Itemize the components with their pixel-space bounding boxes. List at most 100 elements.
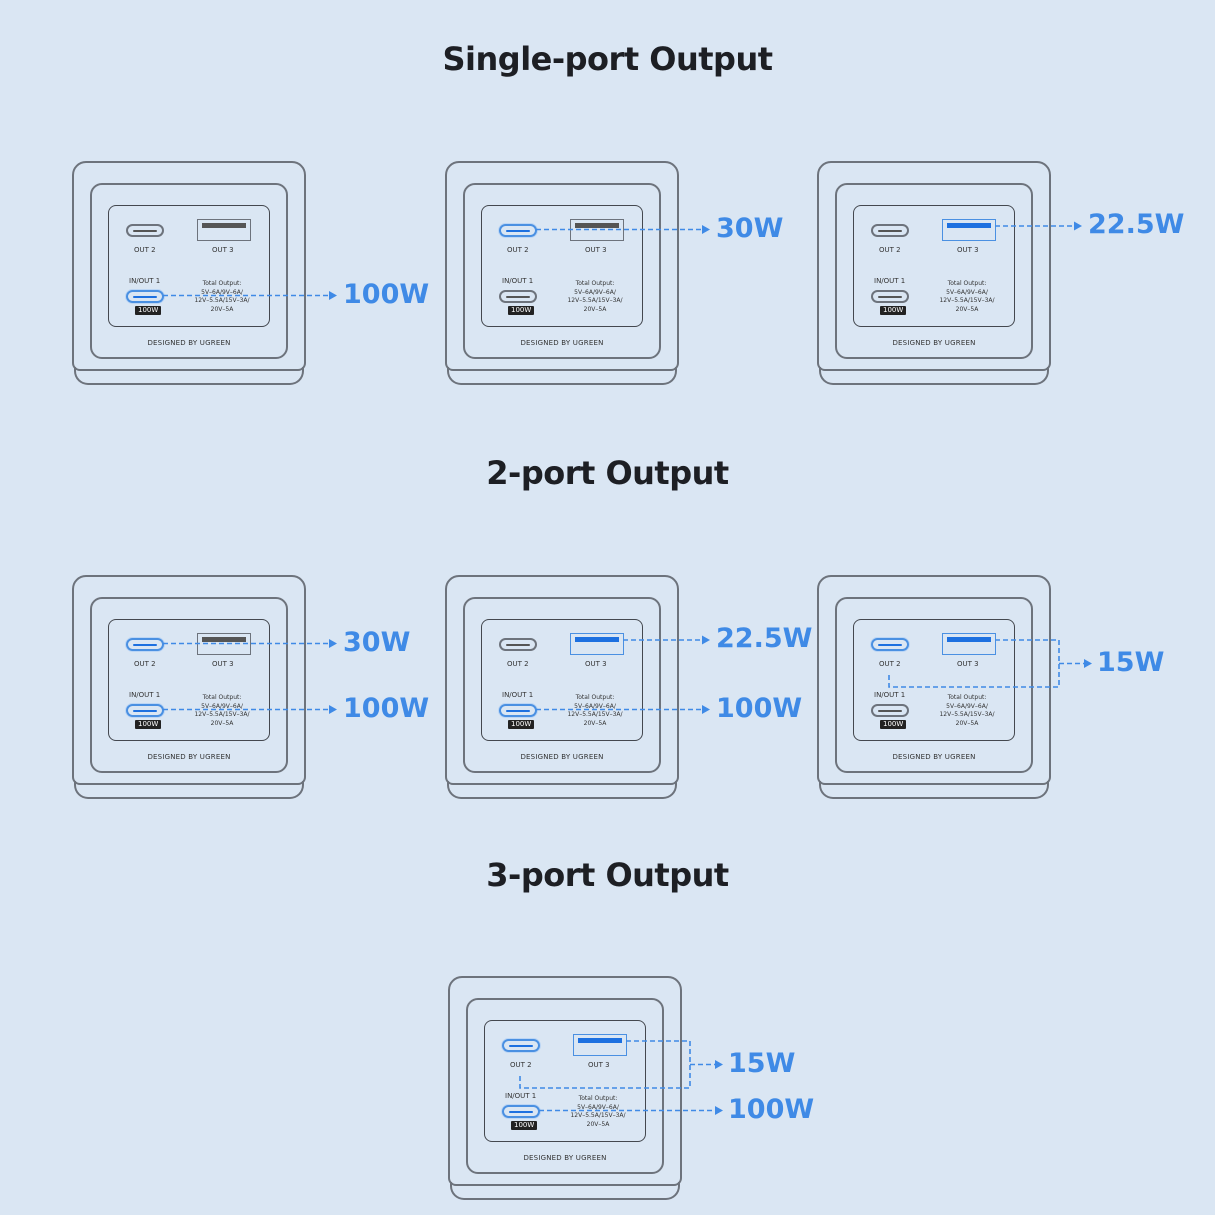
spec-line: 12V–5.5A/15V–3A/ [939,711,995,718]
charger-body [72,575,306,785]
charger-base [447,367,677,385]
usb-c-port-out2 [871,638,909,651]
spec-line: 20V–5A [210,305,234,313]
brand-label: DESIGNED BY UGREEN [520,753,604,761]
total-output-spec: Total Output:5V–6A/9V–6A/12V–5.5A/15V–3A… [558,1095,638,1129]
spec-line: 5V–6A/9V–6A/ [574,702,616,710]
out3-label: OUT 3 [957,660,979,668]
charger-face [463,183,661,359]
wattage-badge: 100W [135,720,162,729]
spec-line: 12V–5.5A/15V–3A/ [194,711,250,718]
usb-c-port-out2 [499,224,537,237]
wattage-label: 22.5W [1088,209,1185,240]
total-output-spec: Total Output:5V–6A/9V–6A/12V–5.5A/15V–3A… [927,280,1007,314]
arrowhead-icon [715,1060,723,1069]
usb-c-port-out2 [126,224,164,237]
inout1-label: IN/OUT 1 [874,691,906,699]
spec-line: 12V–5.5A/15V–3A/ [570,1112,626,1119]
spec-line: 12V–5.5A/15V–3A/ [567,711,623,718]
out3-label: OUT 3 [957,246,979,254]
spec-line: 5V–6A/9V–6A/ [574,288,616,296]
usb-a-port-out3 [942,219,996,241]
total-output-spec: Total Output:5V–6A/9V–6A/12V–5.5A/15V–3A… [182,694,262,728]
usb-c-port-out2 [126,638,164,651]
wattage-label: 100W [728,1093,815,1125]
usb-c-port-inout1 [126,290,164,303]
arrowhead-icon [702,705,710,714]
charger-body [445,161,679,371]
total-output-spec: Total Output:5V–6A/9V–6A/12V–5.5A/15V–3A… [182,280,262,314]
inout1-label: IN/OUT 1 [505,1092,537,1100]
out3-label: OUT 3 [585,246,607,254]
usb-c-port-out2 [499,638,537,651]
wattage-label: 100W [343,692,430,724]
brand-label: DESIGNED BY UGREEN [147,753,231,761]
arrowhead-icon [702,635,710,645]
spec-line: 20V–5A [583,719,607,727]
total-output-spec: Total Output:5V–6A/9V–6A/12V–5.5A/15V–3A… [555,694,635,728]
out3-label: OUT 3 [585,660,607,668]
inout1-label: IN/OUT 1 [502,277,534,285]
usb-c-port-inout1 [499,290,537,303]
spec-line: 5V–6A/9V–6A/ [201,288,243,296]
charger-face [90,597,288,773]
spec-line: 20V–5A [955,305,979,313]
spec-line: 12V–5.5A/15V–3A/ [939,297,995,304]
usb-c-port-inout1 [502,1105,540,1118]
wattage-label: 100W [343,278,430,310]
total-output-spec: Total Output:5V–6A/9V–6A/12V–5.5A/15V–3A… [555,280,635,314]
inout1-label: IN/OUT 1 [874,277,906,285]
brand-label: DESIGNED BY UGREEN [892,753,976,761]
charger-base [450,1182,680,1200]
out2-label: OUT 2 [134,246,156,254]
charger-face [463,597,661,773]
wattage-label: 15W [728,1047,796,1079]
spec-line: 12V–5.5A/15V–3A/ [194,297,250,304]
total-output-spec: Total Output:5V–6A/9V–6A/12V–5.5A/15V–3A… [927,694,1007,728]
inout1-label: IN/OUT 1 [129,277,161,285]
spec-line: 12V–5.5A/15V–3A/ [567,297,623,304]
wattage-label: 30W [343,626,411,658]
arrowhead-icon [702,225,710,234]
inout1-label: IN/OUT 1 [502,691,534,699]
usb-c-port-inout1 [871,704,909,717]
brand-label: DESIGNED BY UGREEN [520,339,604,347]
spec-line: Total Output: [947,694,987,701]
charger-face [835,183,1033,359]
charger-base [447,781,677,799]
spec-line: 5V–6A/9V–6A/ [201,702,243,710]
wattage-badge: 100W [135,306,162,315]
out2-label: OUT 2 [507,660,529,668]
spec-line: 20V–5A [210,719,234,727]
port-panel: OUT 2 OUT 3 IN/OUT 1 100W Total Output:5V–6A… [853,205,1015,327]
out2-label: OUT 2 [134,660,156,668]
charger-base [74,367,304,385]
charger-body [817,161,1051,371]
charger-base [819,781,1049,799]
spec-line: Total Output: [575,280,615,287]
arrowhead-icon [329,705,337,714]
wattage-badge: 100W [880,306,907,315]
charger-base [74,781,304,799]
out2-label: OUT 2 [879,660,901,668]
arrowhead-icon [329,639,337,648]
spec-line: Total Output: [947,280,987,287]
out2-label: OUT 2 [879,246,901,254]
charger-face [90,183,288,359]
arrowhead-icon [715,1106,723,1115]
section-title-single-port: Single-port Output [442,40,773,78]
usb-a-port-out3 [570,633,624,655]
charger-unit: OUT 2 OUT 3 IN/OUT 1 100W Total Output:5V–6A… [817,161,1053,389]
spec-line: 5V–6A/9V–6A/ [946,288,988,296]
spec-line: 5V–6A/9V–6A/ [577,1103,619,1111]
spec-line: 20V–5A [583,305,607,313]
out2-label: OUT 2 [510,1061,532,1069]
spec-line: Total Output: [575,694,615,701]
inout1-label: IN/OUT 1 [129,691,161,699]
